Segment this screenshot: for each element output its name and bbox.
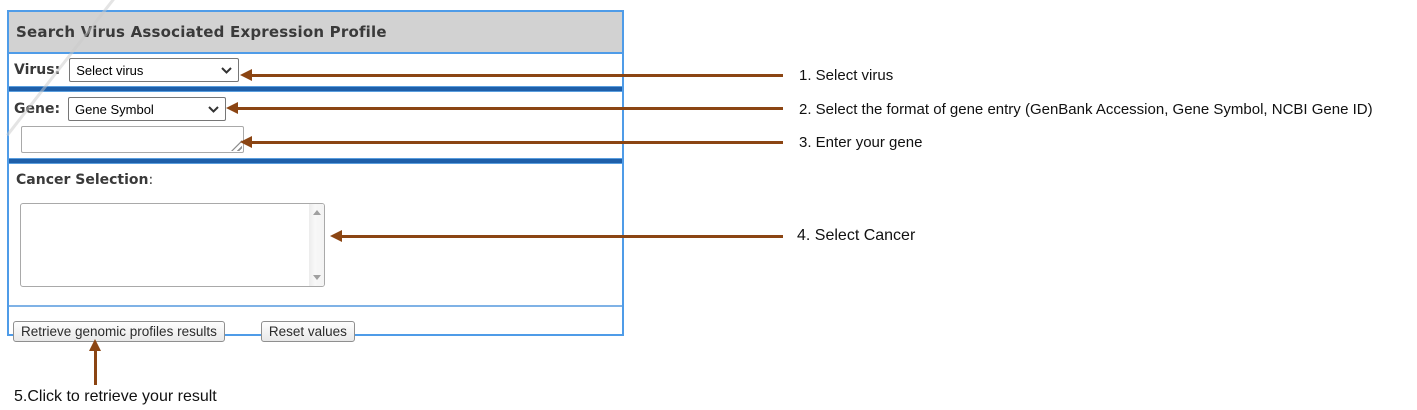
virus-select[interactable]: Select virus xyxy=(69,58,240,82)
annotation-arrow-step4 xyxy=(330,230,783,242)
virus-row: Virus: Select virus xyxy=(9,54,622,86)
resize-handle-icon[interactable] xyxy=(231,140,242,151)
annotation-step1: 1. Select virus xyxy=(799,67,894,84)
section-divider-thin xyxy=(9,305,622,307)
search-form-panel: Search Virus Associated Expression Profi… xyxy=(7,10,624,342)
virus-label: Virus: xyxy=(14,62,61,78)
arrow-shaft xyxy=(93,351,97,385)
arrowhead-left-icon xyxy=(330,230,342,242)
arrow-shaft xyxy=(252,140,783,144)
annotation-arrow-step2 xyxy=(226,102,783,114)
listbox-scrollbar[interactable] xyxy=(309,204,324,286)
chevron-down-icon xyxy=(208,106,219,113)
gene-input[interactable] xyxy=(21,126,244,153)
arrowhead-left-icon xyxy=(240,136,252,148)
section-divider xyxy=(9,158,622,164)
retrieve-results-button[interactable]: Retrieve genomic profiles results xyxy=(13,321,225,342)
annotation-arrow-step3 xyxy=(240,136,783,148)
buttons-row: Retrieve genomic profiles results Reset … xyxy=(9,307,622,346)
annotation-step5: 5.Click to retrieve your result xyxy=(14,388,217,405)
arrow-shaft xyxy=(238,106,783,110)
reset-values-button[interactable]: Reset values xyxy=(260,321,355,342)
chevron-down-icon xyxy=(221,67,232,74)
gene-row: Gene: Gene Symbol xyxy=(9,97,622,158)
arrowhead-left-icon xyxy=(226,102,238,114)
arrowhead-up-icon xyxy=(89,339,101,351)
arrow-shaft xyxy=(252,73,783,77)
virus-select-value: Select virus xyxy=(76,62,144,78)
annotation-arrow-step1 xyxy=(240,69,783,81)
scroll-up-icon[interactable] xyxy=(312,210,321,215)
annotation-step3: 3. Enter your gene xyxy=(799,134,923,151)
cancer-row: Cancer Selection: xyxy=(9,171,622,305)
scroll-down-icon[interactable] xyxy=(312,275,321,280)
gene-format-select-value: Gene Symbol xyxy=(75,101,154,117)
cancer-selection-label: Cancer Selection: xyxy=(16,172,154,188)
annotation-step2: 2. Select the format of gene entry (GenB… xyxy=(799,101,1373,118)
cancer-listbox[interactable] xyxy=(20,203,325,287)
annotation-arrow-step5 xyxy=(89,339,101,385)
arrow-shaft xyxy=(342,234,783,238)
annotation-step4: 4. Select Cancer xyxy=(797,227,916,244)
arrowhead-left-icon xyxy=(240,69,252,81)
panel-title: Search Virus Associated Expression Profi… xyxy=(9,12,622,54)
gene-format-select[interactable]: Gene Symbol xyxy=(68,97,227,121)
section-divider xyxy=(9,86,622,92)
